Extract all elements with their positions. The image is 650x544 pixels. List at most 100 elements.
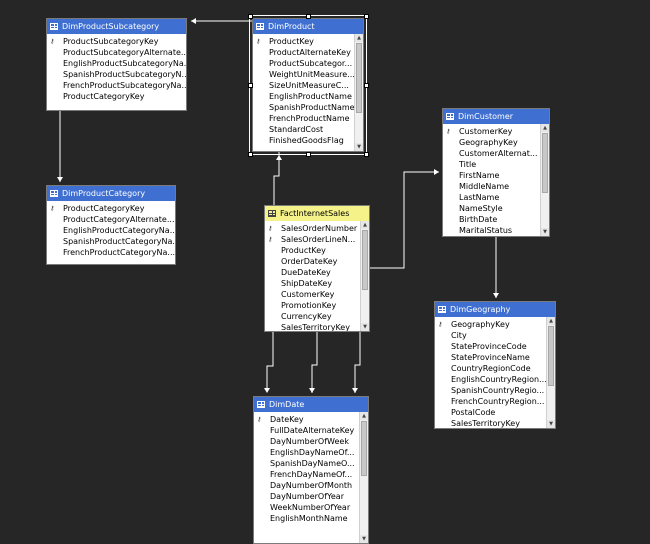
column-row[interactable]: MiddleName [443,181,538,192]
table-header[interactable]: FactInternetSales [265,206,369,221]
column-row[interactable]: CountryRegionCode [435,363,547,374]
column-row[interactable]: FrenchProductCategoryNa... [47,247,175,258]
column-row[interactable]: FullDateAlternateKey [254,425,355,436]
column-row[interactable]: DueDateKey [265,267,357,278]
column-row[interactable]: LastName [443,192,538,203]
scroll-down-arrow-icon[interactable]: ▼ [541,228,549,236]
column-row[interactable]: EnglishProductCategoryNa... [47,225,175,236]
resize-handle[interactable] [248,83,253,88]
column-row[interactable]: FrenchCountryRegion... [435,396,547,407]
column-row[interactable]: PostalCode [435,407,547,418]
vertical-scrollbar[interactable]: ▲▼ [540,124,549,236]
column-row[interactable]: ProductCategoryKey [47,91,186,102]
column-row[interactable]: CustomerAlternat... [443,148,538,159]
column-row[interactable]: ProductSubcategoryAlternate... [47,47,186,58]
column-row[interactable]: MaritalStatus [443,225,538,236]
column-row[interactable]: FrenchProductName [253,113,355,124]
resize-handle[interactable] [364,152,369,157]
table-header[interactable]: DimProductSubcategory [47,19,186,34]
vertical-scrollbar[interactable]: ▲▼ [546,317,555,428]
column-row[interactable]: CurrencyKey [265,311,357,322]
column-row[interactable]: EnglishProductName [253,91,355,102]
scrollbar-thumb[interactable] [362,230,368,290]
scroll-up-arrow-icon[interactable]: ▲ [360,412,368,420]
vertical-scrollbar[interactable]: ▲▼ [359,412,368,543]
column-row[interactable]: ProductAlternateKey [253,47,355,58]
column-row[interactable]: FirstName [443,170,538,181]
resize-handle[interactable] [364,14,369,19]
column-row[interactable]: SalesTerritoryKey [265,322,357,331]
column-row[interactable]: NameStyle [443,203,538,214]
scroll-up-arrow-icon[interactable]: ▲ [541,124,549,132]
scrollbar-thumb[interactable] [356,43,362,113]
column-row[interactable]: WeightUnitMeasure... [253,69,355,80]
scroll-up-arrow-icon[interactable]: ▲ [355,34,363,42]
column-row[interactable]: ProductCategoryAlternate... [47,214,175,225]
column-row[interactable]: ⚷SalesOrderNumber [265,223,357,234]
column-row[interactable]: DayNumberOfMonth [254,480,355,491]
column-row[interactable]: SpanishProductCategoryNa... [47,236,175,247]
resize-handle[interactable] [248,152,253,157]
column-row[interactable]: EnglishCountryRegion... [435,374,547,385]
scroll-down-arrow-icon[interactable]: ▼ [547,420,555,428]
resize-handle[interactable] [248,14,253,19]
column-row[interactable]: ⚷GeographyKey [435,319,547,330]
column-row[interactable]: EnglishMonthName [254,513,355,524]
table-factinternetsales[interactable]: FactInternetSales ⚷SalesOrderNumber⚷Sales… [264,205,370,332]
vertical-scrollbar[interactable]: ▲▼ [360,221,369,331]
column-row[interactable]: WeekNumberOfYear [254,502,355,513]
column-row[interactable]: OrderDateKey [265,256,357,267]
column-row[interactable]: ⚷ProductCategoryKey [47,203,175,214]
column-row[interactable]: EnglishProductSubcategoryNa... [47,58,186,69]
column-row[interactable]: FrenchProductSubcategoryNa... [47,80,186,91]
resize-handle[interactable] [306,152,311,157]
column-row[interactable]: SpanishCountryRegio... [435,385,547,396]
column-row[interactable]: FrenchDayNameOf... [254,469,355,480]
resize-handle[interactable] [364,83,369,88]
column-row[interactable]: Title [443,159,538,170]
table-header[interactable]: DimProduct [253,19,363,34]
column-row[interactable]: SpanishDayNameO... [254,458,355,469]
column-row[interactable]: StandardCost [253,124,355,135]
column-row[interactable]: StateProvinceName [435,352,547,363]
column-row[interactable]: StateProvinceCode [435,341,547,352]
table-header[interactable]: DimProductCategory [47,186,175,201]
column-row[interactable]: BirthDate [443,214,538,225]
column-row[interactable]: SpanishProductName [253,102,355,113]
scroll-down-arrow-icon[interactable]: ▼ [360,535,368,543]
table-header[interactable]: DimDate [254,397,368,412]
column-row[interactable]: SpanishProductSubcategoryN... [47,69,186,80]
table-dimproductsubcategory[interactable]: DimProductSubcategory⚷ProductSubcategory… [46,18,187,111]
column-row[interactable]: ⚷SalesOrderLineN... [265,234,357,245]
column-row[interactable]: SalesTerritoryKey [435,418,547,428]
column-row[interactable]: City [435,330,547,341]
column-row[interactable]: ShipDateKey [265,278,357,289]
column-row[interactable]: ProductKey [265,245,357,256]
column-row[interactable]: SizeUnitMeasureC... [253,80,355,91]
scroll-down-arrow-icon[interactable]: ▼ [361,323,369,331]
column-row[interactable]: DayNumberOfWeek [254,436,355,447]
scrollbar-thumb[interactable] [542,133,548,193]
scrollbar-thumb[interactable] [361,421,367,476]
scroll-down-arrow-icon[interactable]: ▼ [355,143,363,151]
column-row[interactable]: ⚷ProductKey [253,36,355,47]
resize-handle[interactable] [306,14,311,19]
table-header[interactable]: DimGeography [435,302,555,317]
vertical-scrollbar[interactable]: ▲▼ [354,34,363,151]
column-row[interactable]: PromotionKey [265,300,357,311]
column-row[interactable]: ⚷DateKey [254,414,355,425]
column-row[interactable]: ProductSubcategor... [253,58,355,69]
scroll-up-arrow-icon[interactable]: ▲ [361,221,369,229]
column-row[interactable]: GeographyKey [443,137,538,148]
scrollbar-thumb[interactable] [548,326,554,386]
column-row[interactable]: ⚷CustomerKey [443,126,538,137]
column-row[interactable]: FinishedGoodsFlag [253,135,355,146]
column-row[interactable]: DayNumberOfYear [254,491,355,502]
column-row[interactable]: CustomerKey [265,289,357,300]
